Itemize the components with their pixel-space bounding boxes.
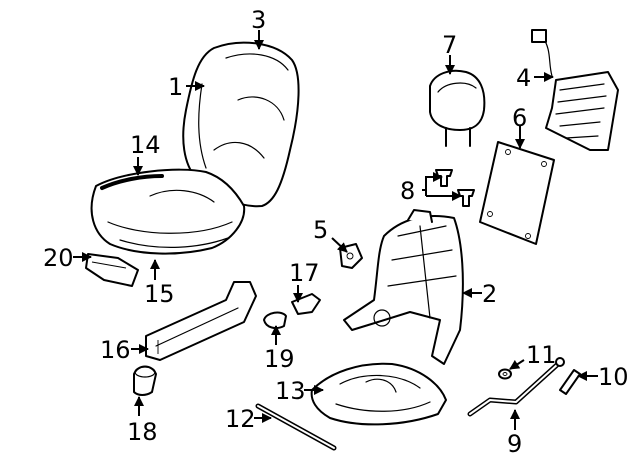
back-panel (479, 141, 555, 245)
callout-13: 13 (275, 377, 306, 405)
washer (498, 368, 512, 380)
callout-1: 1 (168, 73, 183, 101)
callout-9: 9 (507, 430, 522, 458)
callout-12: 12 (225, 405, 256, 433)
callout-18: 18 (127, 418, 158, 446)
pin (559, 369, 581, 395)
callout-20: 20 (43, 244, 74, 272)
adjuster-handle (291, 293, 321, 315)
headrest (429, 69, 486, 147)
headrest-guides (435, 169, 475, 207)
side-shield (145, 281, 257, 361)
seat-heater-element (531, 29, 619, 151)
callout-7: 7 (442, 31, 457, 59)
callout-5: 5 (313, 216, 328, 244)
callout-4: 4 (516, 64, 531, 92)
callout-labels: 1 2 3 4 5 6 7 8 9 10 11 12 13 14 15 16 1… (43, 6, 629, 458)
trim-cap (263, 311, 287, 329)
callout-2: 2 (482, 280, 497, 308)
callout-11: 11 (526, 341, 557, 369)
leader-lines (73, 30, 598, 430)
callout-19: 19 (264, 345, 295, 373)
callout-15: 15 (144, 280, 175, 308)
release-lever (467, 357, 565, 417)
callout-17: 17 (289, 259, 320, 287)
seat-back-cushion (182, 41, 300, 208)
callout-16: 16 (100, 336, 131, 364)
seat-back-frame (343, 209, 464, 365)
recliner-knob (133, 365, 157, 396)
callout-6: 6 (512, 104, 527, 132)
callout-14: 14 (130, 131, 161, 159)
callout-10: 10 (598, 363, 629, 391)
seat-cushion (90, 168, 246, 255)
callout-3: 3 (251, 6, 266, 34)
seat-pad (310, 362, 447, 426)
seat-switch-module (85, 253, 139, 287)
callout-8: 8 (400, 177, 415, 205)
